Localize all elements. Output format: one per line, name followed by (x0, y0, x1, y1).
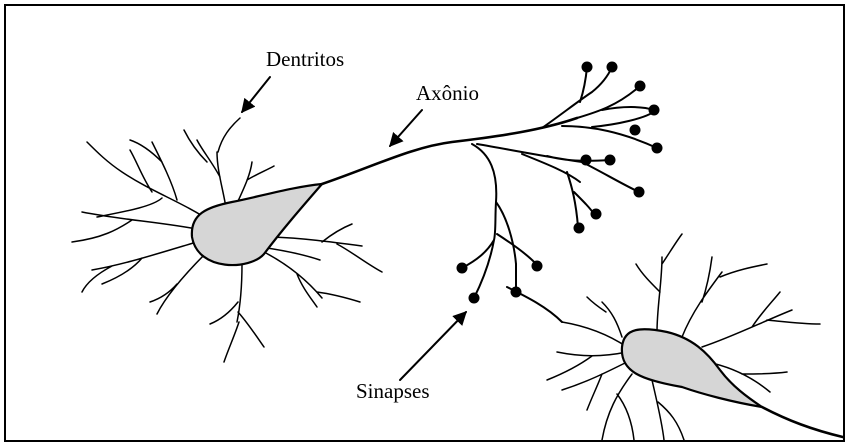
neuron-left (72, 62, 663, 363)
soma-left (192, 184, 322, 265)
label-synapses-group: Sinapses (356, 312, 466, 403)
axon-right (762, 407, 843, 438)
arrow-synapses (400, 312, 466, 380)
neuron-right (547, 234, 843, 440)
diagram-frame: Dentritos Axônio Sinapses (4, 4, 845, 442)
axon-terminals-middle (477, 144, 639, 227)
arrow-dendrites (242, 77, 270, 112)
arrow-axon (390, 110, 422, 146)
label-synapses: Sinapses (356, 379, 430, 403)
soma-right (622, 329, 762, 407)
neuron-diagram: Dentritos Axônio Sinapses (6, 6, 843, 440)
label-axon-group: Axônio (390, 81, 479, 146)
axon-terminals-upper (542, 67, 657, 148)
label-dendrites-group: Dentritos (242, 47, 344, 112)
axon-left (322, 118, 577, 184)
label-dendrites: Dentritos (266, 47, 344, 71)
label-axon: Axônio (416, 81, 479, 105)
